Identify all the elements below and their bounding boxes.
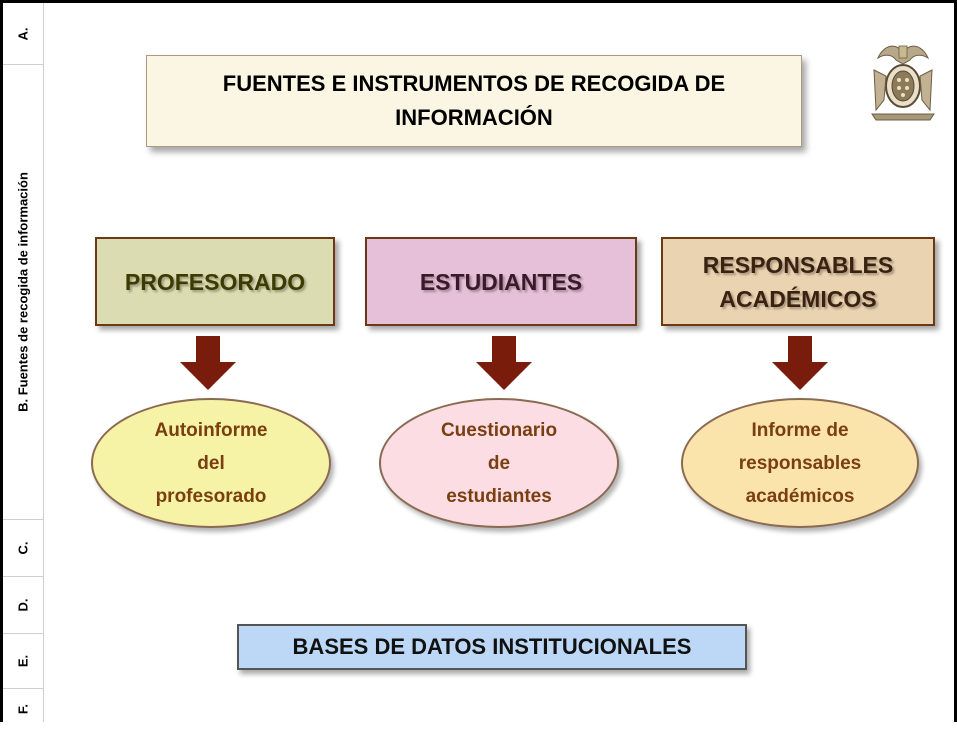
slide-title-line-2: INFORMACIÓN [395, 105, 553, 130]
tab-d-label: D. [15, 598, 31, 612]
tab-f-label: F. [15, 703, 31, 715]
category-estudiantes-label: ESTUDIANTES [419, 268, 583, 295]
university-crest-icon [871, 45, 935, 121]
instrument-2-line-2: de [487, 452, 511, 474]
instrument-informe-responsables: Informe de responsables académicos [681, 398, 919, 528]
arrow-down-icon [476, 336, 532, 390]
instrument-autoinforme-profesorado: Autoinforme del profesorado [91, 398, 331, 528]
slide-title: FUENTES E INSTRUMENTOS DE RECOGIDA DE IN… [146, 55, 802, 147]
category-responsables-academicos: RESPONSABLES ACADÉMICOS [661, 237, 935, 326]
tab-c[interactable]: C. [3, 520, 43, 577]
tab-e-label: E. [15, 654, 31, 668]
arrow-down-icon [180, 336, 236, 390]
section-sidebar: A. B. Fuentes de recogida de información… [3, 3, 44, 722]
category-profesorado: PROFESORADO [95, 237, 335, 326]
instrument-3-line-2: responsables [738, 452, 862, 474]
instrument-cuestionario-estudiantes: Cuestionario de estudiantes [379, 398, 619, 528]
tab-d[interactable]: D. [3, 577, 43, 634]
tab-a[interactable]: A. [3, 3, 43, 65]
institutional-databases-box: BASES DE DATOS INSTITUCIONALES [237, 624, 747, 670]
instrument-2-line-3: estudiantes [446, 485, 552, 507]
instrument-3-line-3: académicos [745, 485, 855, 507]
tab-c-label: C. [15, 541, 31, 555]
tab-a-label: A. [15, 27, 31, 40]
tab-b-label: B. Fuentes de recogida de información [15, 172, 31, 412]
category-profesorado-label: PROFESORADO [124, 268, 306, 295]
instrument-1-line-1: Autoinforme [154, 419, 268, 441]
instrument-1-line-2: del [197, 452, 225, 474]
instrument-2-line-1: Cuestionario [440, 419, 558, 441]
slide-title-line-1: FUENTES E INSTRUMENTOS DE RECOGIDA DE [222, 71, 726, 96]
tab-b[interactable]: B. Fuentes de recogida de información [3, 65, 43, 520]
arrow-down-icon [772, 336, 828, 390]
institutional-databases-label: BASES DE DATOS INSTITUCIONALES [292, 634, 692, 659]
category-responsables-line-2: ACADÉMICOS [719, 285, 877, 312]
tab-f[interactable]: F. [3, 689, 43, 729]
instrument-1-line-3: profesorado [155, 485, 267, 507]
tab-e[interactable]: E. [3, 634, 43, 689]
instrument-3-line-1: Informe de [751, 419, 849, 441]
category-estudiantes: ESTUDIANTES [365, 237, 637, 326]
category-responsables-line-1: RESPONSABLES [702, 251, 894, 278]
